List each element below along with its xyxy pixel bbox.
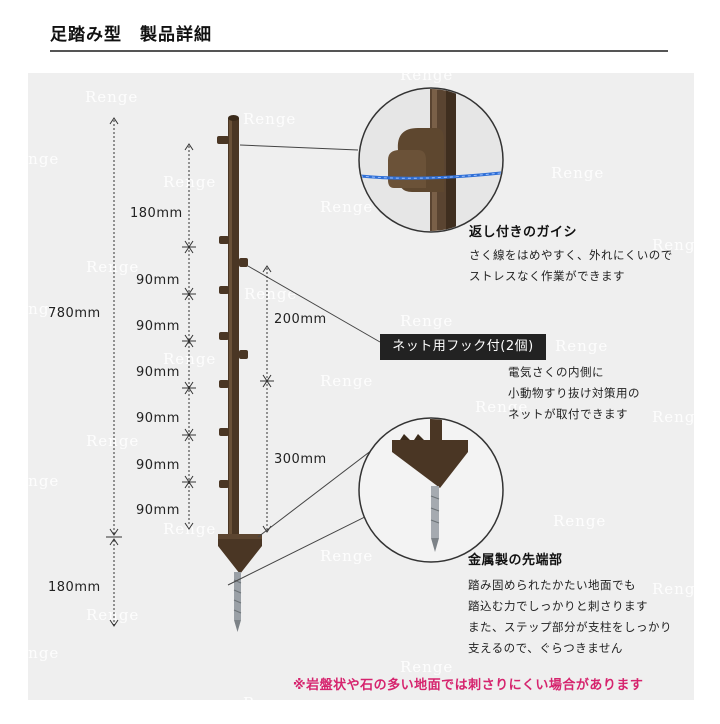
watermark: Renge xyxy=(475,398,529,416)
net-callout-line: ネットが取付できます xyxy=(508,407,628,421)
watermark: Renge xyxy=(6,150,60,168)
dimension-total: 780mm xyxy=(48,306,101,321)
watermark: Renge xyxy=(86,258,140,276)
tip-callout-line: 支えるので、ぐらつきません xyxy=(468,641,623,655)
watermark: Renge xyxy=(652,408,706,426)
watermark: Renge xyxy=(320,372,374,390)
dimension-net-lower: 300mm xyxy=(274,452,327,467)
dimension-spacing: 90mm xyxy=(136,503,180,518)
watermark: Renge xyxy=(551,164,605,182)
watermark: Renge xyxy=(243,694,297,712)
watermark: Renge xyxy=(86,606,140,624)
watermark: Renge xyxy=(400,66,454,84)
tip-callout-line: 踏み固められたかたい地面でも xyxy=(468,578,636,592)
watermark: Renge xyxy=(244,285,298,303)
tip-callout-line: 踏込む力でしっかりと刺さります xyxy=(468,599,648,613)
watermark: Renge xyxy=(320,198,374,216)
watermark: Renge xyxy=(652,580,706,598)
tip-callout-title: 金属製の先端部 xyxy=(468,553,563,568)
watermark: Renge xyxy=(6,472,60,490)
dimension-lines xyxy=(106,117,274,627)
tip-zoom-circle xyxy=(358,417,504,563)
net-hook-label: ネット用フック付(2個) xyxy=(380,334,546,360)
hook-callout-line: さく線をはめやすく、外れにくいので xyxy=(469,248,673,262)
watermark: Renge xyxy=(6,300,60,318)
watermark: Renge xyxy=(6,644,60,662)
watermark: Renge xyxy=(652,236,706,254)
watermark: Renge xyxy=(400,312,454,330)
net-callout-line: 電気さくの内側に xyxy=(508,365,604,379)
hook-callout-body: さく線をはめやすく、外れにくいので ストレスなく作業ができます xyxy=(469,245,673,287)
hook-callout-title: 返し付きのガイシ xyxy=(469,225,578,240)
tip-callout-body: 踏み固められたかたい地面でも 踏込む力でしっかりと刺さります また、ステップ部分… xyxy=(468,575,672,659)
watermark: Renge xyxy=(465,6,519,24)
dimension-spacing: 90mm xyxy=(136,319,180,334)
net-callout-body: 電気さくの内側に 小動物すり抜け対策用の ネットが取付できます xyxy=(508,362,640,425)
watermark: Renge xyxy=(85,88,139,106)
tip-callout-line: また、ステップ部分が支柱をしっかり xyxy=(468,620,672,634)
watermark: Renge xyxy=(553,512,607,530)
hook-zoom-circle xyxy=(358,87,504,233)
watermark: Renge xyxy=(622,32,676,50)
watermark: Renge xyxy=(320,547,374,565)
dimension-spacing: 90mm xyxy=(136,365,180,380)
dimension-spacing: 90mm xyxy=(136,273,180,288)
dimension-net-upper: 200mm xyxy=(274,312,327,327)
watermark: Renge xyxy=(400,658,454,676)
dimension-spacing: 90mm xyxy=(136,411,180,426)
warning-note: ※岩盤状や石の多い地面では刺さりにくい場合があります xyxy=(293,678,644,693)
dimension-spike: 180mm xyxy=(48,580,101,595)
net-callout-line: 小動物すり抜け対策用の xyxy=(508,386,640,400)
dimension-spacing: 90mm xyxy=(136,458,180,473)
dimension-top-180: 180mm xyxy=(130,206,183,221)
fence-post xyxy=(217,115,262,632)
hook-callout-line: ストレスなく作業ができます xyxy=(469,269,625,283)
watermark: Renge xyxy=(86,432,140,450)
watermark: Renge xyxy=(243,110,297,128)
page-title: 足踏み型 製品詳細 xyxy=(50,25,212,45)
watermark: Renge xyxy=(555,337,609,355)
title-underline xyxy=(50,50,668,52)
